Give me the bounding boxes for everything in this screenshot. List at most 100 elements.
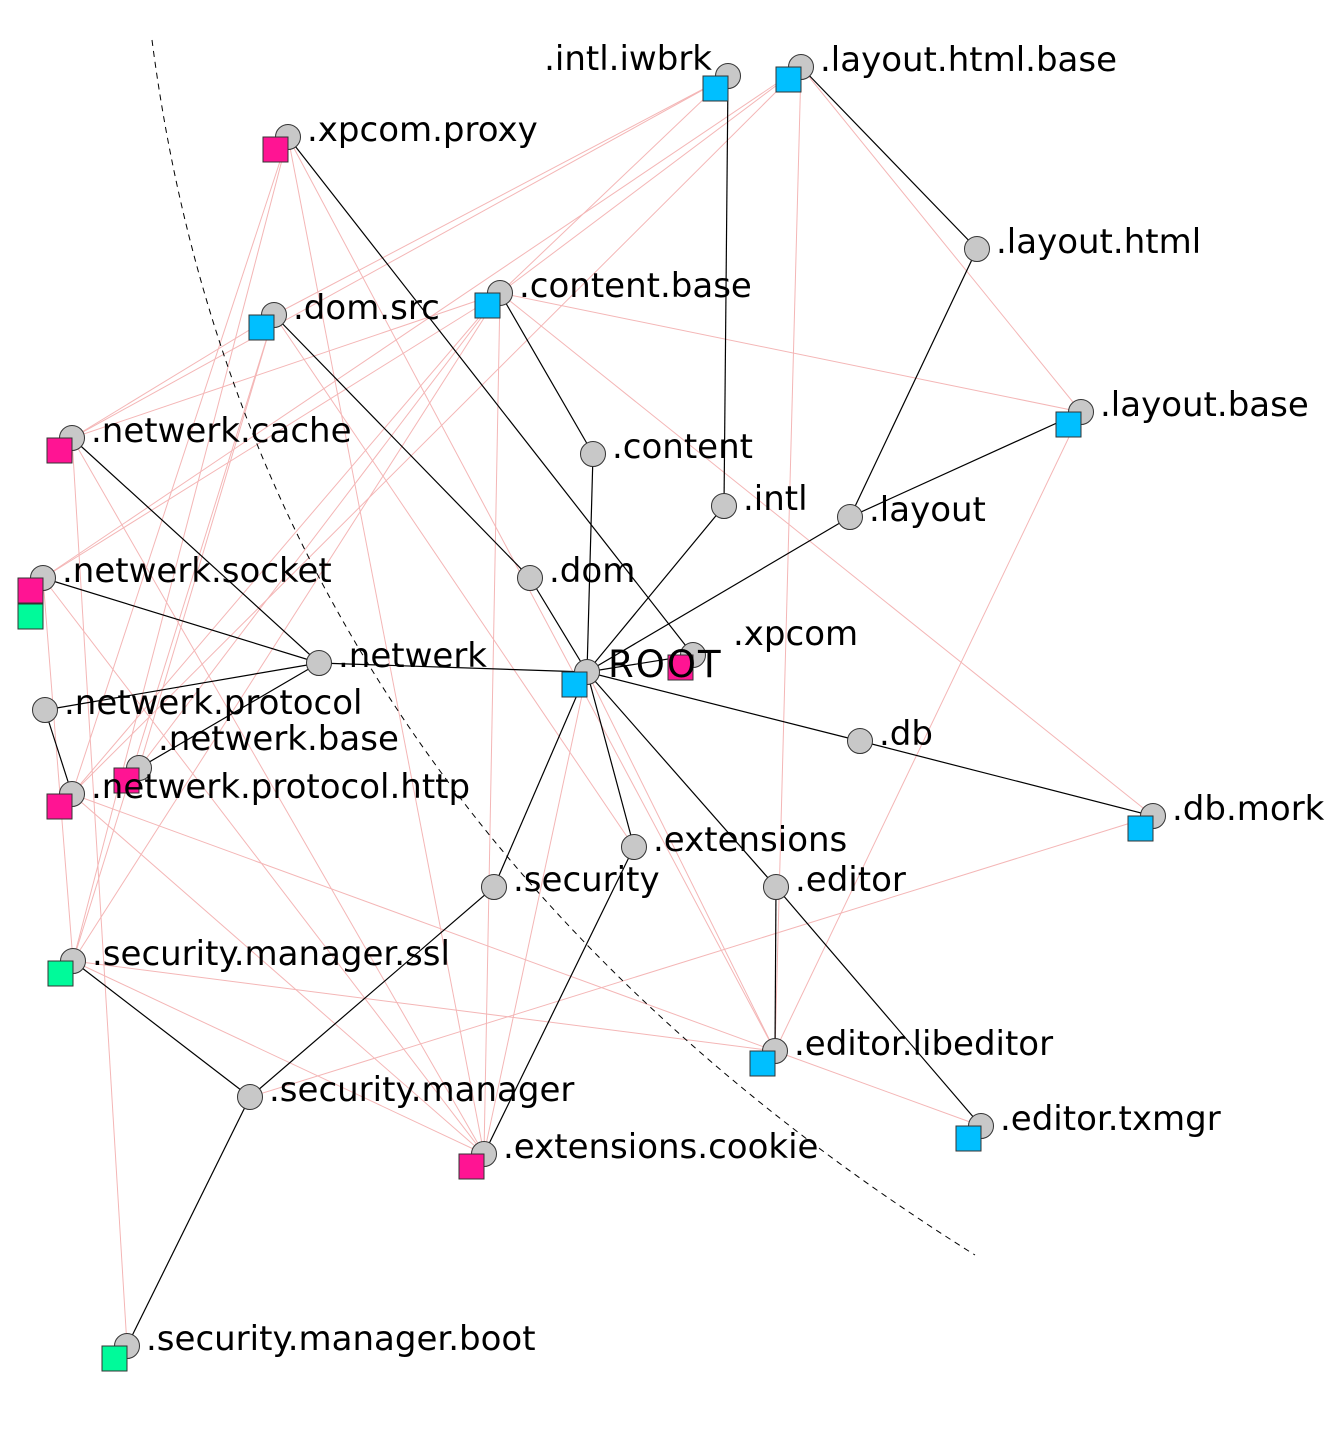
tree-edge xyxy=(586,671,861,742)
node-label: .netwerk.cache xyxy=(91,411,352,451)
graph-node[interactable] xyxy=(474,280,513,319)
node-label: .editor.txmgr xyxy=(1000,1099,1221,1139)
tree-edge xyxy=(71,437,320,664)
graph-node[interactable] xyxy=(46,425,85,464)
tree-edge xyxy=(318,662,588,673)
node-marker-green-icon xyxy=(101,1345,128,1372)
tree-edge xyxy=(529,577,588,673)
graph-node[interactable] xyxy=(517,565,543,591)
tree-edge xyxy=(586,505,725,673)
node-marker-blue-icon xyxy=(1127,815,1154,842)
node-circle-icon[interactable] xyxy=(580,441,606,467)
node-circle-icon[interactable] xyxy=(621,834,647,860)
node-marker-magenta-icon xyxy=(113,767,140,794)
dependency-edge xyxy=(138,292,501,769)
dependency-edge xyxy=(71,793,485,1155)
dependency-edge xyxy=(273,314,635,848)
graph-node[interactable] xyxy=(1055,399,1094,438)
node-label: .security.manager.ssl xyxy=(92,934,450,974)
node-marker-blue-icon xyxy=(955,1125,982,1152)
graph-node[interactable] xyxy=(47,948,86,987)
node-label: .editor xyxy=(795,860,906,900)
node-label: .netwerk.protocol.http xyxy=(91,767,470,807)
tree-edge xyxy=(586,516,851,673)
graph-node[interactable] xyxy=(101,1333,140,1372)
node-label: .layout xyxy=(869,490,986,530)
graph-node[interactable] xyxy=(306,650,332,676)
graph-node[interactable] xyxy=(847,728,873,754)
node-circle-icon[interactable] xyxy=(847,728,873,754)
node-circle-icon[interactable] xyxy=(32,697,58,723)
tree-edge xyxy=(249,886,495,1098)
graph-node[interactable] xyxy=(113,755,152,794)
tree-edge xyxy=(42,577,320,664)
graph-node[interactable] xyxy=(1127,803,1166,842)
dependency-edge xyxy=(72,292,501,962)
graph-node[interactable] xyxy=(837,504,863,530)
node-marker-magenta-icon xyxy=(458,1153,485,1180)
dependency-edge xyxy=(42,577,485,1155)
graph-node[interactable] xyxy=(32,697,58,723)
node-marker-blue-icon xyxy=(749,1050,776,1077)
dependency-edge xyxy=(42,292,501,579)
dependency-edge xyxy=(499,292,1154,817)
dependency-edge xyxy=(71,66,802,795)
tree-edge xyxy=(72,960,251,1098)
graph-node[interactable] xyxy=(763,874,789,900)
dependency-edge xyxy=(72,960,485,1155)
dependency-edge xyxy=(42,577,74,962)
node-circle-icon[interactable] xyxy=(306,650,332,676)
node-marker-blue-icon xyxy=(775,66,802,93)
node-label: .layout.html.base xyxy=(820,40,1117,80)
graph-node[interactable] xyxy=(46,781,85,820)
node-circle-icon[interactable] xyxy=(837,504,863,530)
node-label: .netwerk.protocol xyxy=(64,683,363,723)
graph-node[interactable] xyxy=(17,565,56,630)
tree-edge xyxy=(126,1096,251,1347)
graph-node[interactable] xyxy=(775,54,814,93)
node-label: .extensions xyxy=(653,820,847,860)
node-circle-icon[interactable] xyxy=(237,1084,263,1110)
node-marker-magenta-icon xyxy=(667,654,694,681)
tree-edge xyxy=(499,292,594,455)
graph-node[interactable] xyxy=(667,642,706,681)
dependency-edge xyxy=(71,314,275,439)
graph-node[interactable] xyxy=(702,63,741,102)
dependency-edge xyxy=(774,1050,982,1127)
tree-edge xyxy=(273,314,531,579)
tree-edge xyxy=(287,136,694,656)
graph-node[interactable] xyxy=(561,659,600,698)
node-label: .netwerk.base xyxy=(158,719,399,759)
node-label: .extensions.cookie xyxy=(503,1127,818,1167)
graph-node[interactable] xyxy=(711,493,737,519)
node-labels: ROOT.xpcom.xpcom.proxy.intl.iwbrk.layout… xyxy=(62,39,1325,1359)
graph-node[interactable] xyxy=(749,1038,788,1077)
node-circle-icon[interactable] xyxy=(964,236,990,262)
graph-node[interactable] xyxy=(621,834,647,860)
tree-edge xyxy=(586,671,635,848)
dependency-edge xyxy=(499,75,729,294)
graph-node[interactable] xyxy=(964,236,990,262)
node-circle-icon[interactable] xyxy=(763,874,789,900)
graph-node[interactable] xyxy=(955,1113,994,1152)
node-circle-icon[interactable] xyxy=(517,565,543,591)
node-label: .intl xyxy=(743,479,808,519)
graph-node[interactable] xyxy=(481,874,507,900)
graph-node[interactable] xyxy=(248,302,287,341)
nodes xyxy=(17,54,1166,1372)
dependency-edge xyxy=(138,314,275,769)
node-label: .intl.iwbrk xyxy=(544,39,712,79)
graph-node[interactable] xyxy=(237,1084,263,1110)
tree-edge xyxy=(586,671,777,888)
node-circle-icon[interactable] xyxy=(481,874,507,900)
node-marker-magenta-icon xyxy=(262,136,289,163)
tree-edges xyxy=(42,66,1154,1347)
graph-node[interactable] xyxy=(262,124,301,163)
tree-edge xyxy=(44,662,320,711)
tree-edge xyxy=(586,453,594,673)
dependency-edges xyxy=(42,66,1154,1347)
node-label: .layout.html xyxy=(996,222,1201,262)
graph-node[interactable] xyxy=(580,441,606,467)
graph-node[interactable] xyxy=(458,1141,497,1180)
node-circle-icon[interactable] xyxy=(711,493,737,519)
